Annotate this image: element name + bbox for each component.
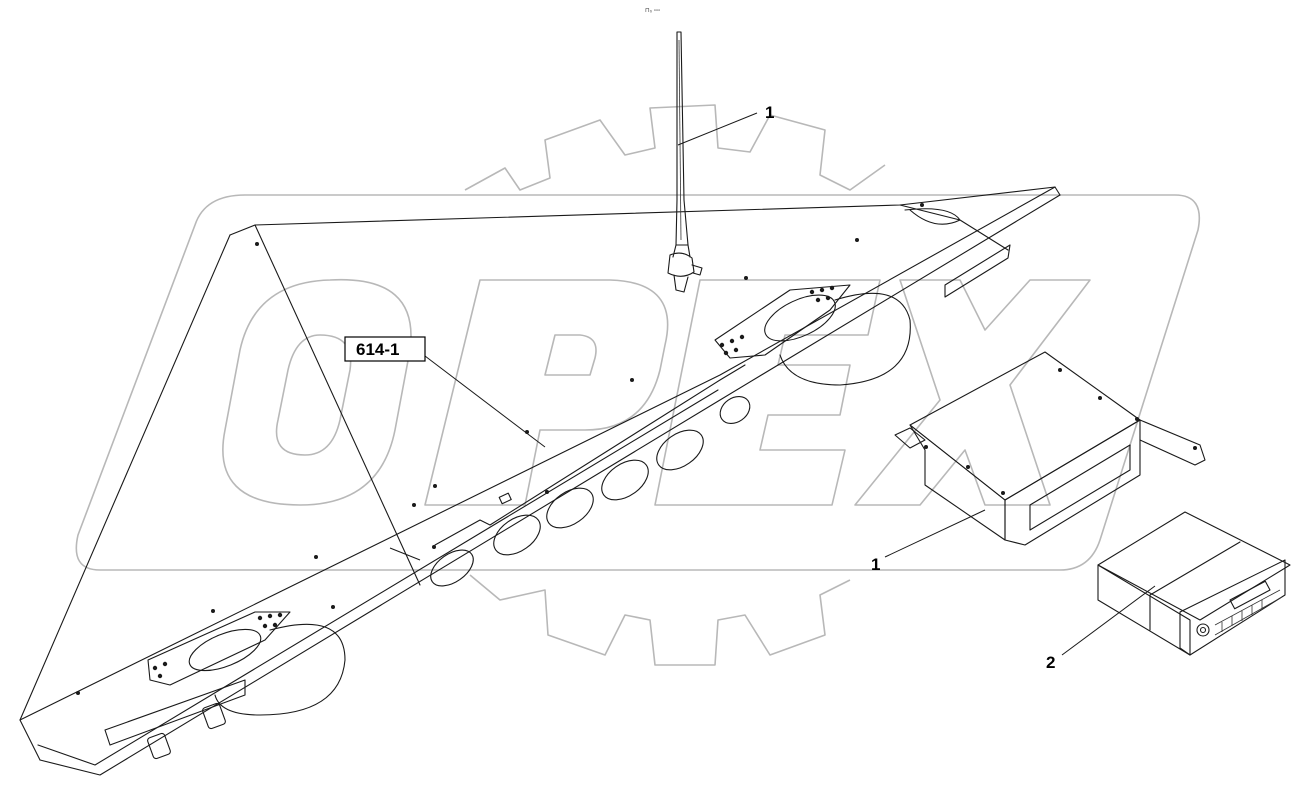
watermark-rounded-rect <box>75 194 1200 571</box>
panel-right-speaker-plate <box>714 284 851 359</box>
bracket-left-face <box>909 424 1006 541</box>
panel-small-hole <box>498 492 512 505</box>
antenna-mount <box>673 264 703 293</box>
watermark-letter-e <box>654 279 881 506</box>
callout-bracket-label: 1 <box>871 555 880 574</box>
panel-front-lip <box>19 389 719 766</box>
antenna-base <box>667 244 695 277</box>
callout-bracket: 1 <box>871 555 880 574</box>
radio-faceplate <box>1179 559 1286 656</box>
panel-left-controls <box>104 679 246 746</box>
radio-knob-inner <box>1199 626 1207 634</box>
radio-buttons <box>1214 589 1283 636</box>
radio-top <box>1097 511 1291 621</box>
antenna-whip <box>675 31 689 246</box>
panel-knob-1 <box>147 732 171 760</box>
watermark-letter-p <box>424 279 669 506</box>
watermark-letter-o <box>222 278 412 506</box>
panel-front-bottom <box>39 194 1061 776</box>
callout-radio-label: 2 <box>1046 653 1055 672</box>
bracket-left-tab <box>894 427 926 449</box>
panel-left-duct <box>214 623 346 716</box>
antenna-whip-center <box>678 39 682 241</box>
panel-left-speaker-plate <box>147 611 291 686</box>
radio-unit <box>1097 511 1291 656</box>
bracket-front-face <box>1004 419 1141 546</box>
reference-box: 614-1 <box>344 336 426 362</box>
radio-bracket <box>894 351 1206 546</box>
panel-front-top <box>19 186 1061 721</box>
panel-left-speaker-ring <box>188 628 262 672</box>
bracket-right-arm <box>1139 419 1206 466</box>
dashboard-panel <box>19 186 1061 776</box>
radio-display <box>1229 580 1271 610</box>
reference-label: 614-1 <box>356 340 399 359</box>
panel-fastener-dots <box>76 203 924 695</box>
radio-divider <box>1149 541 1241 631</box>
radio-left <box>1097 564 1191 656</box>
radio-knob <box>1196 623 1210 637</box>
panel-right-duct <box>779 292 911 386</box>
bracket-top-face <box>909 351 1141 501</box>
panel-center-step <box>434 364 746 546</box>
panel-grille-4 <box>601 459 649 501</box>
corner-mark: ⊓₀ ▫▫▫ <box>645 8 660 14</box>
panel-right-vent <box>944 244 1011 298</box>
panel-knob-2 <box>202 702 226 730</box>
panel-top-surface <box>19 204 961 721</box>
watermark-logo <box>75 104 1200 666</box>
panel-grille-5 <box>656 429 704 471</box>
callout-antenna: 1 <box>765 103 774 122</box>
panel-right-dip <box>909 209 1009 251</box>
watermark-letter-p-inner <box>544 334 597 376</box>
reference-box-frame <box>344 336 426 362</box>
callout-radio: 2 <box>1046 653 1055 672</box>
panel-grille-2 <box>493 514 541 556</box>
watermark-gear-top <box>464 104 886 191</box>
leader-lines <box>389 112 1156 656</box>
antenna <box>667 31 703 293</box>
watermark-gear-bottom <box>469 574 851 666</box>
panel-right-speaker-ring <box>764 294 836 342</box>
panel-grille-1 <box>430 549 474 587</box>
callout-antenna-label: 1 <box>765 103 774 122</box>
bracket-opening <box>1029 444 1131 531</box>
panel-grille-6 <box>719 396 751 424</box>
panel-grille-3 <box>546 487 594 529</box>
panel-top-edge <box>229 186 1056 236</box>
watermark-letter-x <box>854 279 1091 506</box>
